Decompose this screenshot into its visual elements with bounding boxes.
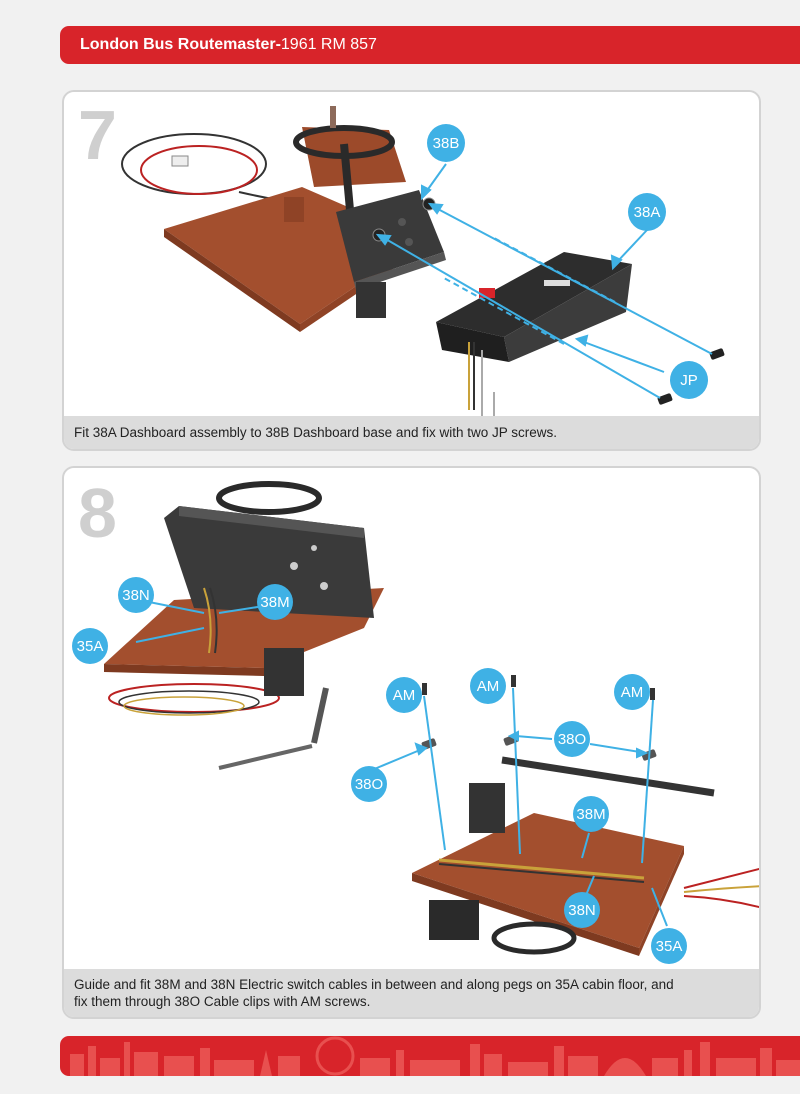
london-skyline-graphic (70, 1036, 800, 1076)
motor-unit (356, 282, 386, 318)
header-bar: London Bus Routemaster- 1961 RM 857 (60, 26, 800, 64)
callout-am-3: AM (614, 674, 650, 710)
step-8-illustration: 38N 38M 35A AM AM AM 38O 38O (72, 481, 759, 964)
footer-skyline-banner (60, 1036, 800, 1076)
callout-35a: 35A (72, 628, 108, 664)
callout-38o-mid-label: 38O (558, 731, 586, 748)
wire-loop (121, 133, 305, 205)
callout-jp-label: JP (680, 372, 698, 389)
step-8-number: 8 (78, 474, 117, 552)
step-7-panel: 38B 38A JP 7 Fit 38A Dashboard assembly … (62, 90, 761, 451)
callout-am-2-label: AM (477, 678, 500, 695)
step-8-caption-line-1: Guide and fit 38M and 38N Electric switc… (74, 977, 674, 992)
callout-38a: 38A (628, 193, 666, 231)
callout-38m-b: 38M (573, 796, 609, 832)
callout-am-1-label: AM (393, 687, 416, 704)
callout-38o-left-label: 38O (355, 776, 383, 793)
callout-35a-b-label: 35A (656, 938, 683, 955)
callout-am-2: AM (470, 668, 506, 704)
step-8-caption: Guide and fit 38M and 38N Electric switc… (64, 969, 759, 1017)
jp-screws (657, 348, 725, 405)
step-8-caption-line-2: fix them through 38O Cable clips with AM… (74, 994, 371, 1009)
callout-38n-b: 38N (564, 892, 600, 928)
assembly-arrows (375, 163, 713, 399)
callout-38m: 38M (257, 584, 293, 620)
callout-35a-label: 35A (77, 638, 104, 655)
callout-38o-left: 38O (351, 766, 387, 802)
header-title-model: 1961 RM 857 (280, 36, 377, 53)
cabin-floor-left (104, 481, 384, 770)
callout-38b-label: 38B (433, 135, 460, 152)
step-8-arrows (135, 600, 668, 927)
callout-38b: 38B (427, 124, 465, 162)
dashboard-assembly-38a (436, 252, 632, 428)
cabin-floor-right (412, 756, 759, 956)
step-7-caption: Fit 38A Dashboard assembly to 38B Dashbo… (64, 416, 759, 449)
callout-38m-label: 38M (260, 594, 289, 611)
header-title-bold: London Bus Routemaster- (80, 36, 281, 53)
am-screws (422, 675, 655, 700)
callout-38a-label: 38A (634, 204, 661, 221)
callout-38n-b-label: 38N (568, 902, 596, 919)
step-7-caption-text: Fit 38A Dashboard assembly to 38B Dashbo… (74, 425, 557, 440)
callout-38n-label: 38N (122, 587, 150, 604)
callout-35a-b: 35A (651, 928, 687, 964)
step-7-number: 7 (78, 96, 117, 174)
step-7-illustration: 38B 38A JP (121, 106, 725, 428)
callout-38n: 38N (118, 577, 154, 613)
step-8-panel: 38N 38M 35A AM AM AM 38O 38O (62, 466, 761, 1019)
callout-am-3-label: AM (621, 684, 644, 701)
callout-am-1: AM (386, 677, 422, 713)
callout-38o-mid: 38O (554, 721, 590, 757)
callout-38m-b-label: 38M (576, 806, 605, 823)
callout-jp: JP (670, 361, 708, 399)
